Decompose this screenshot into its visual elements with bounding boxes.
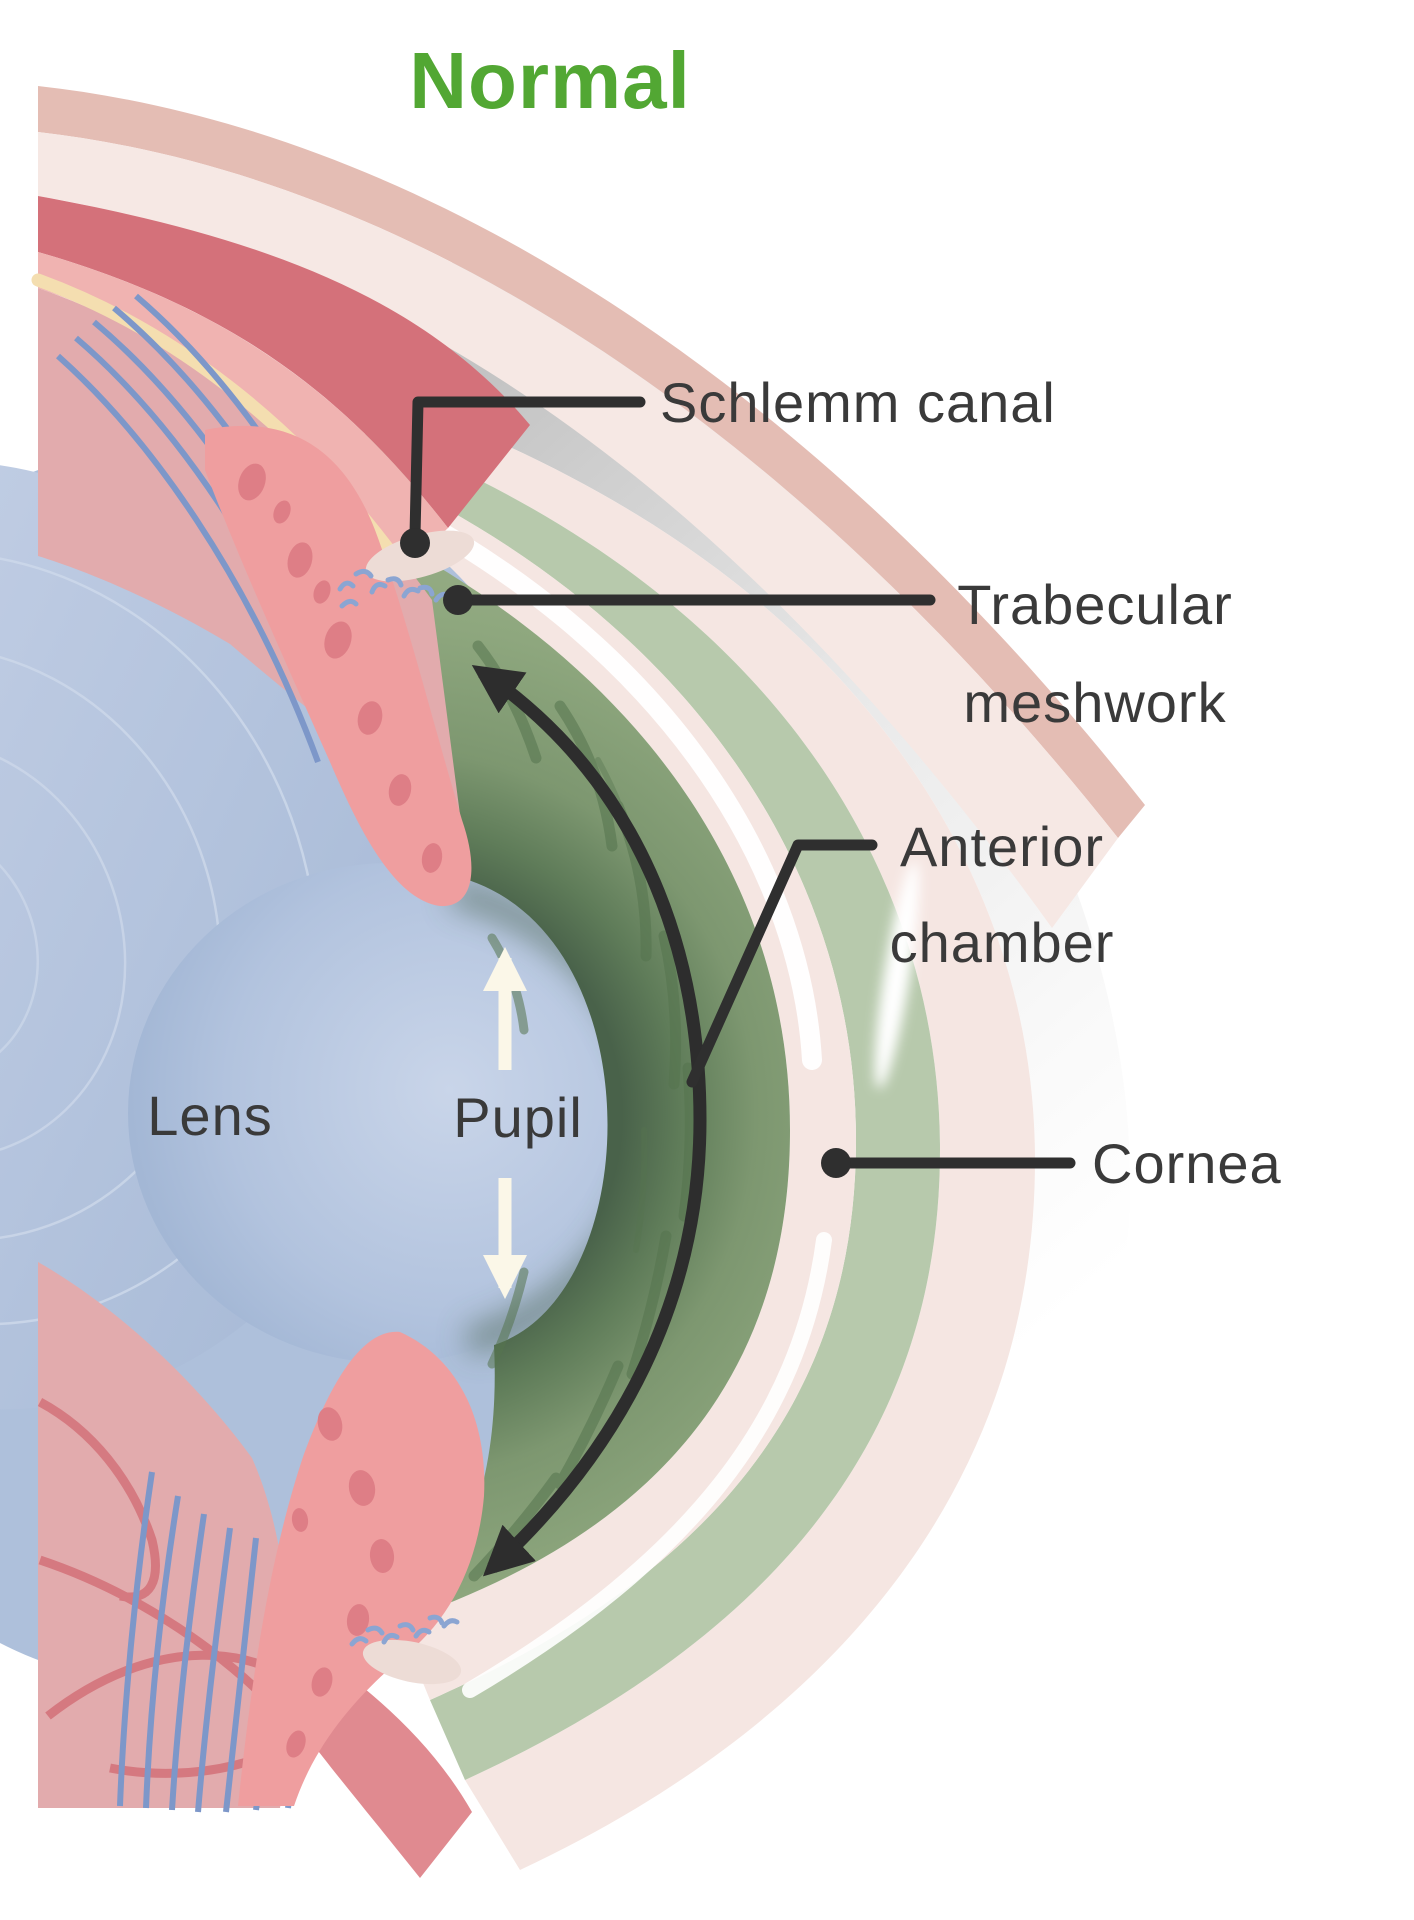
diagram-title: Normal xyxy=(409,36,691,125)
label-schlemm-canal: Schlemm canal xyxy=(660,371,1056,434)
anterior-chamber-band xyxy=(360,430,940,1780)
highlight-streak xyxy=(462,1232,832,1698)
pale-pink-band xyxy=(38,132,1118,928)
cornea-dot xyxy=(821,1148,851,1178)
schlemm-canal-lower xyxy=(362,1639,462,1685)
highlight-sliver xyxy=(874,861,920,1089)
ciliary-spots xyxy=(286,1407,395,1758)
label-trabecular-meshwork-line1: Trabecular xyxy=(957,573,1233,636)
trabecular-meshwork-lower xyxy=(349,1614,460,1647)
ciliary-spots xyxy=(238,463,443,873)
trabecular-meshwork-upper xyxy=(337,568,466,609)
label-anterior-chamber-line2: chamber xyxy=(890,911,1115,974)
aqueous-flow-arrow xyxy=(471,665,707,1577)
choroid-red-band xyxy=(38,196,530,528)
ciliary-body-upper xyxy=(205,425,472,907)
trabecular-meshwork-dot xyxy=(443,585,473,615)
cornea-outer-band xyxy=(366,392,1035,1870)
label-anterior-chamber-line1: Anterior xyxy=(900,815,1104,878)
label-lens: Lens xyxy=(147,1084,272,1147)
schlemm-canal-leader xyxy=(409,396,646,541)
ciliary-body-lower xyxy=(238,1331,485,1878)
schlemm-canal-dot xyxy=(400,528,430,558)
label-cornea: Cornea xyxy=(1092,1132,1282,1195)
cornea-inner-band xyxy=(352,465,856,1700)
anterior-chamber-leader xyxy=(686,839,878,1088)
highlight-streak xyxy=(372,490,822,1070)
label-trabecular-meshwork-line2: meshwork xyxy=(963,671,1226,734)
label-pupil: Pupil xyxy=(453,1086,583,1149)
